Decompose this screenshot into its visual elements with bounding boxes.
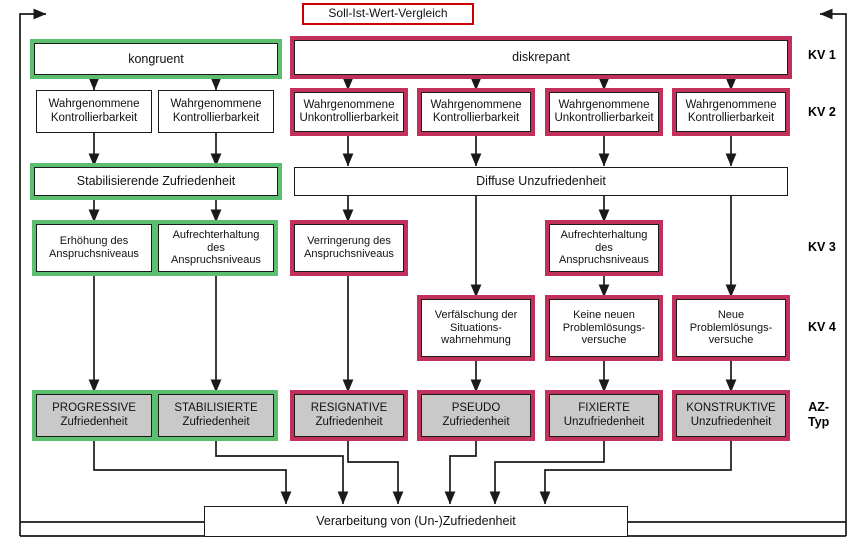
- node-label-secondary: Unzufriedenheit: [690, 415, 772, 428]
- node-kv2-4[interactable]: Wahrgenommene Kontrollierbarkeit: [421, 92, 531, 132]
- node-kv2-6[interactable]: Wahrgenommene Kontrollierbarkeit: [676, 92, 786, 132]
- node-stabilisierende-zufriedenheit[interactable]: Stabilisierende Zufriedenheit: [34, 167, 278, 196]
- row-label-kv2: KV 2: [808, 105, 836, 119]
- node-label: kongruent: [128, 51, 184, 66]
- node-label: Erhöhung des Anspruchsniveaus: [49, 235, 139, 260]
- node-kv2-3[interactable]: Wahrgenommene Unkontrollierbarkeit: [294, 92, 404, 132]
- row-label-kv1: KV 1: [808, 48, 836, 62]
- node-label-primary: RESIGNATIVE: [310, 402, 388, 415]
- node-label: Aufrechterhaltung des Anspruchsniveaus: [171, 229, 261, 267]
- node-az-4[interactable]: PSEUDO Zufriedenheit: [421, 394, 531, 437]
- node-kv4-3[interactable]: Neue Problemlösungs- versuche: [676, 299, 786, 357]
- node-label: Wahrgenommene Kontrollierbarkeit: [685, 98, 777, 124]
- node-kv2-1[interactable]: Wahrgenommene Kontrollierbarkeit: [36, 90, 152, 133]
- node-label: Wahrgenommene Kontrollierbarkeit: [430, 98, 522, 124]
- node-label-primary: PROGRESSIVE: [52, 402, 136, 415]
- title-label: Soll-Ist-Wert-Vergleich: [328, 6, 448, 21]
- node-label: Wahrgenommene Unkontrollierbarkeit: [554, 98, 654, 124]
- node-az-2[interactable]: STABILISIERTE Zufriedenheit: [158, 394, 274, 437]
- node-label: Neue Problemlösungs- versuche: [689, 309, 773, 347]
- node-az-1[interactable]: PROGRESSIVE Zufriedenheit: [36, 394, 152, 437]
- title-box: Soll-Ist-Wert-Vergleich: [302, 3, 474, 25]
- node-kv3-3[interactable]: Verringerung des Anspruchsniveaus: [294, 224, 404, 272]
- node-label: diskrepant: [512, 50, 570, 65]
- node-label-primary: FIXIERTE: [578, 402, 630, 415]
- node-kv4-1[interactable]: Verfälschung der Situations- wahrnehmung: [421, 299, 531, 357]
- node-label: Keine neuen Problemlösungs- versuche: [562, 309, 646, 347]
- node-kongruent[interactable]: kongruent: [34, 43, 278, 75]
- row-label-kv3: KV 3: [808, 240, 836, 254]
- node-kv3-4[interactable]: Aufrechterhaltung des Anspruchsniveaus: [549, 224, 659, 272]
- node-label-primary: STABILISIERTE: [174, 402, 258, 415]
- node-kv3-1[interactable]: Erhöhung des Anspruchsniveaus: [36, 224, 152, 272]
- node-label-secondary: Unzufriedenheit: [563, 415, 645, 428]
- node-az-3[interactable]: RESIGNATIVE Zufriedenheit: [294, 394, 404, 437]
- node-kv2-2[interactable]: Wahrgenommene Kontrollierbarkeit: [158, 90, 274, 133]
- node-az-6[interactable]: KONSTRUKTIVE Unzufriedenheit: [676, 394, 786, 437]
- node-az-5[interactable]: FIXIERTE Unzufriedenheit: [549, 394, 659, 437]
- node-label: Wahrgenommene Kontrollierbarkeit: [170, 98, 262, 124]
- node-diffuse-unzufriedenheit[interactable]: Diffuse Unzufriedenheit: [294, 167, 788, 196]
- node-label: Stabilisierende Zufriedenheit: [76, 174, 236, 189]
- node-label-primary: KONSTRUKTIVE: [686, 402, 776, 415]
- node-label-secondary: Zufriedenheit: [315, 415, 383, 428]
- node-label-secondary: Zufriedenheit: [442, 415, 510, 428]
- row-label-aztyp: AZ- Typ: [808, 400, 830, 429]
- node-verarbeitung[interactable]: Verarbeitung von (Un-)Zufriedenheit: [204, 506, 628, 537]
- node-label: Verringerung des Anspruchsniveaus: [304, 235, 394, 260]
- node-label: Verarbeitung von (Un-)Zufriedenheit: [316, 514, 516, 529]
- node-label: Diffuse Unzufriedenheit: [476, 174, 606, 189]
- node-label: Aufrechterhaltung des Anspruchsniveaus: [559, 229, 649, 267]
- node-label-secondary: Zufriedenheit: [60, 415, 128, 428]
- row-label-kv4: KV 4: [808, 320, 836, 334]
- node-label: Wahrgenommene Unkontrollierbarkeit: [299, 98, 399, 124]
- node-label: Wahrgenommene Kontrollierbarkeit: [48, 98, 140, 124]
- node-diskrepant[interactable]: diskrepant: [294, 40, 788, 75]
- node-label: Verfälschung der Situations- wahrnehmung: [434, 309, 518, 347]
- node-label-primary: PSEUDO: [451, 402, 501, 415]
- node-kv3-2[interactable]: Aufrechterhaltung des Anspruchsniveaus: [158, 224, 274, 272]
- node-label-secondary: Zufriedenheit: [182, 415, 250, 428]
- node-kv4-2[interactable]: Keine neuen Problemlösungs- versuche: [549, 299, 659, 357]
- node-kv2-5[interactable]: Wahrgenommene Unkontrollierbarkeit: [549, 92, 659, 132]
